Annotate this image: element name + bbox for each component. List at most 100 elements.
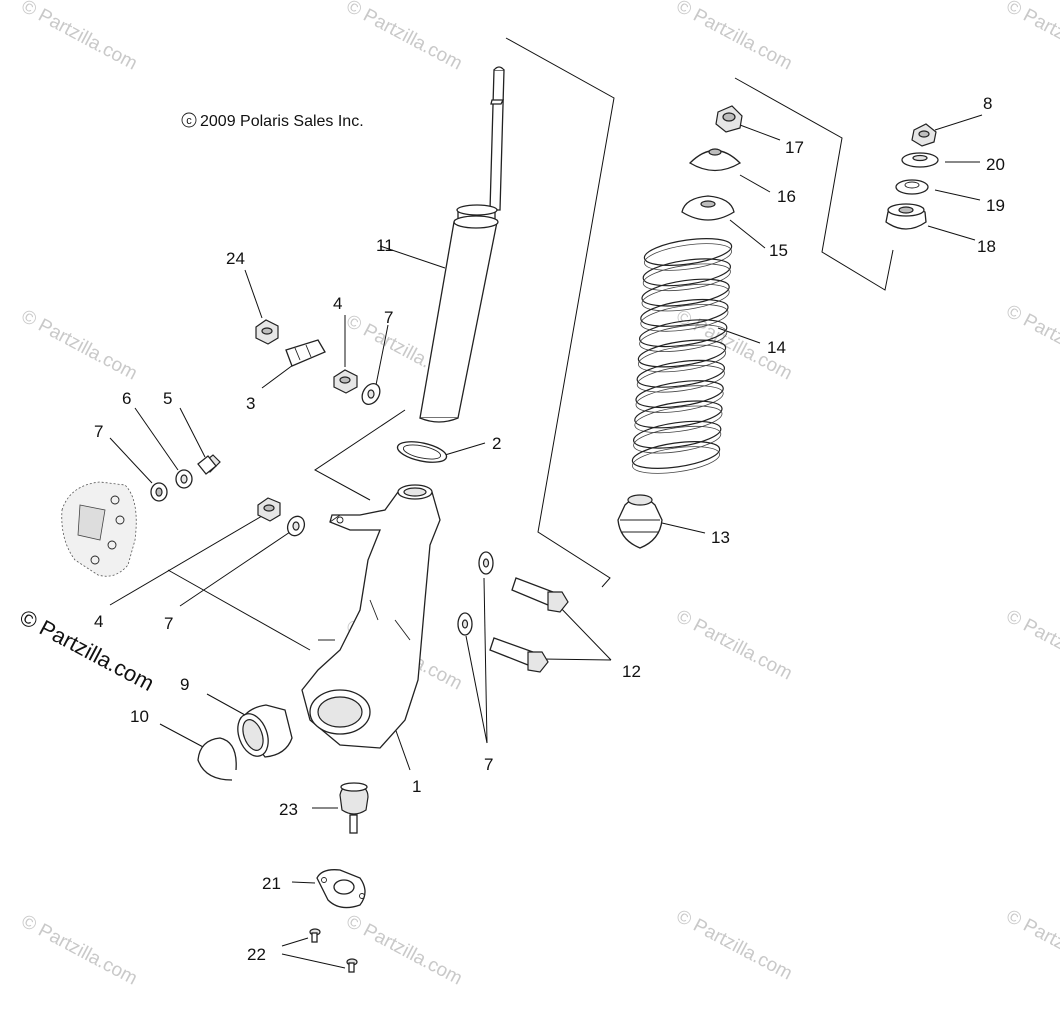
washer-7-right-lower [457, 612, 473, 636]
spring-coil [638, 319, 728, 348]
svg-text:© Partzilla.com: © Partzilla.com [673, 606, 796, 685]
spring-coil-edge [640, 304, 729, 332]
spring-coil-edge [641, 283, 730, 312]
svg-text:© Partzilla.com: © Partzilla.com [16, 604, 159, 696]
copyright-circle-icon [181, 112, 197, 128]
callout-4-upper: 4 [333, 294, 342, 313]
copyright-notice: c 2009 Polaris Sales Inc. [181, 112, 364, 130]
svg-text:© Partzilla.com: © Partzilla.com [343, 0, 466, 75]
spring-coil [640, 298, 729, 327]
watermark: © Partzilla.com [343, 911, 466, 990]
callout-14: 14 [767, 338, 786, 357]
callout-23: 23 [279, 800, 298, 819]
nut-4-upper [333, 369, 358, 394]
callout-1: 1 [412, 777, 421, 796]
watermark: © Partzilla.com [1003, 606, 1060, 685]
spring-coil-edge [643, 243, 733, 271]
svg-text:© Partzilla.com: © Partzilla.com [1003, 906, 1060, 985]
callout-11: 11 [376, 236, 394, 255]
bolt-12-lower [489, 637, 549, 673]
washer-6 [175, 469, 193, 489]
clip-bracket-3 [285, 339, 326, 367]
washer-19 [895, 179, 929, 195]
spring-coil [637, 339, 727, 368]
callout-8: 8 [983, 94, 992, 113]
callout-20: 20 [986, 155, 1005, 174]
spring-coil [642, 258, 732, 287]
callouts: 1 2 3 4 4 5 6 7 7 7 7 8 9 10 11 12 13 14… [94, 94, 1005, 964]
watermark: © Partzilla.com [673, 0, 796, 75]
washer-7-left [150, 482, 168, 502]
callout-18: 18 [977, 237, 996, 256]
callout-2: 2 [492, 434, 501, 453]
seal-ring-2 [396, 441, 448, 463]
screw-22-upper [309, 928, 321, 943]
callout-24: 24 [226, 249, 245, 268]
washer-7-right-upper [478, 551, 494, 575]
snap-ring-10 [197, 737, 237, 781]
svg-text:© Partzilla.com: © Partzilla.com [18, 0, 141, 75]
watermark: © Partzilla.com [1003, 0, 1060, 75]
spring-seat-15 [681, 195, 735, 221]
callout-12: 12 [622, 662, 641, 681]
copyright-symbol: c [186, 115, 192, 127]
spring-coil [631, 441, 721, 469]
callout-6: 6 [122, 389, 131, 408]
svg-text:© Partzilla.com: © Partzilla.com [18, 911, 141, 990]
callout-7-right: 7 [484, 755, 493, 774]
coil-spring [631, 238, 733, 474]
watermark: © Partzilla.com [673, 906, 796, 985]
spring-coil-edge [635, 385, 724, 413]
callout-16: 16 [777, 187, 796, 206]
spring-coil [634, 400, 723, 429]
bolt-5 [197, 454, 221, 475]
nut-17 [715, 105, 743, 133]
watermark-featured: © Partzilla.com [16, 604, 159, 696]
svg-text:© Partzilla.com: © Partzilla.com [1003, 301, 1060, 380]
spring-coil [641, 278, 730, 307]
watermark: © Partzilla.com [1003, 301, 1060, 380]
washer-20 [901, 152, 939, 168]
brake-caliper-ghost [61, 481, 137, 577]
spring-coil-edge [639, 324, 728, 352]
retainer-16 [688, 148, 742, 172]
svg-text:© Partzilla.com: © Partzilla.com [1003, 606, 1060, 685]
callout-22: 22 [247, 945, 266, 964]
nut-4-lower [257, 497, 281, 522]
callout-5: 5 [163, 389, 172, 408]
callout-17: 17 [785, 138, 804, 157]
nut-8 [911, 123, 937, 147]
callout-21: 21 [262, 874, 281, 893]
bushing-18 [885, 203, 927, 230]
nut-24 [255, 319, 279, 345]
spring-coil [635, 380, 724, 409]
watermark: © Partzilla.com [18, 0, 141, 75]
shock-absorber [419, 66, 505, 423]
watermark: © Partzilla.com [18, 306, 141, 385]
svg-text:© Partzilla.com: © Partzilla.com [1003, 0, 1060, 75]
svg-text:© Partzilla.com: © Partzilla.com [673, 0, 796, 75]
screw-22-lower [346, 958, 358, 973]
callout-3: 3 [246, 394, 255, 413]
callout-13: 13 [711, 528, 730, 547]
ball-joint-23 [339, 782, 369, 834]
steering-knuckle-1 [301, 484, 441, 749]
svg-text:© Partzilla.com: © Partzilla.com [673, 906, 796, 985]
callout-15: 15 [769, 241, 788, 260]
callout-9: 9 [180, 675, 189, 694]
spring-coil [643, 238, 733, 266]
copyright-text: 2009 Polaris Sales Inc. [200, 113, 364, 130]
washer-7-lower [286, 515, 306, 537]
bump-stop-13 [617, 494, 663, 549]
svg-text:© Partzilla.com: © Partzilla.com [343, 911, 466, 990]
callout-19: 19 [986, 196, 1005, 215]
spring-coil-edge [636, 365, 725, 393]
spring-coil-edge [642, 263, 731, 292]
watermark: © Partzilla.com [343, 0, 466, 75]
spring-coil-edge [633, 425, 722, 454]
watermarks: © Partzilla.com © Partzilla.com © Partzi… [16, 0, 1060, 990]
callout-7-left: 7 [94, 422, 103, 441]
washer-7-upper [361, 383, 381, 405]
